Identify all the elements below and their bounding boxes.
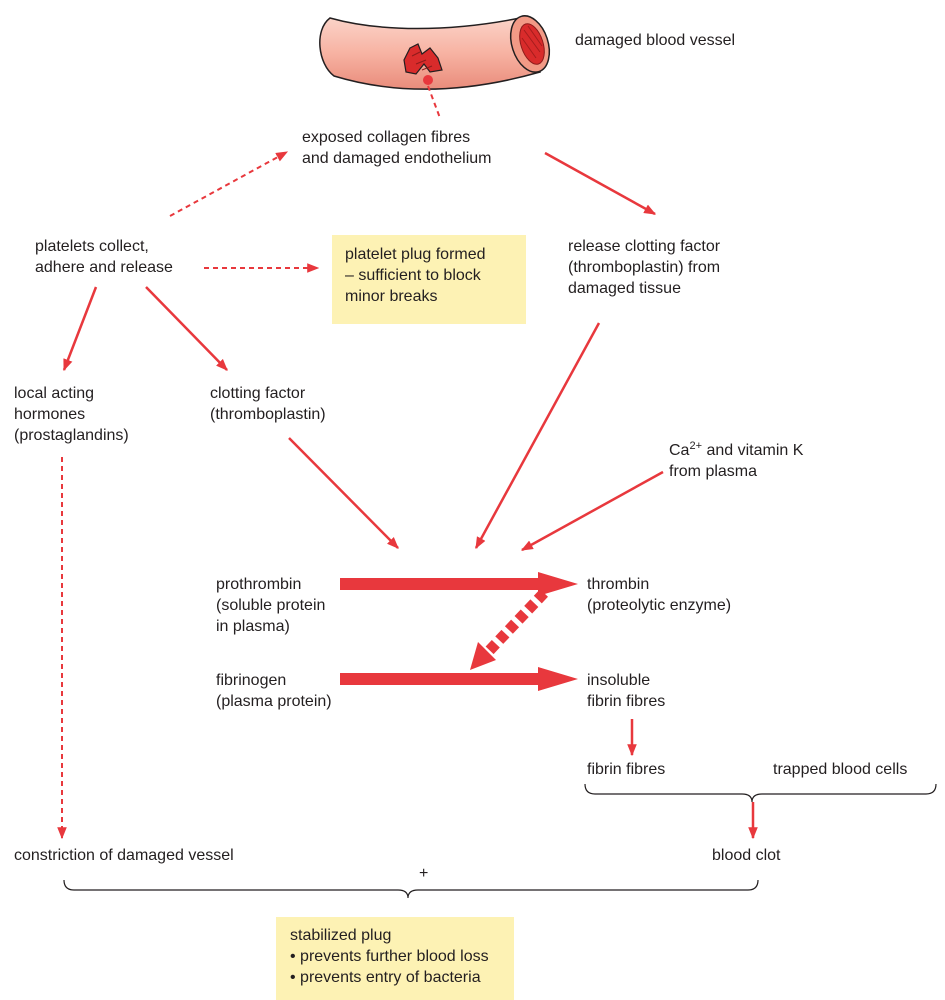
arrow-fibrinogen-to-fibrin <box>340 667 578 691</box>
label-exposed-collagen: exposed collagen fibres and damaged endo… <box>302 129 492 167</box>
label-stabilized-plug: stabilized plug • prevents further blood… <box>290 927 489 986</box>
label-release-clotting-factor: release clotting factor (thromboplastin)… <box>568 238 721 297</box>
label-platelets-collect: platelets collect, adhere and release <box>35 238 173 276</box>
label-trapped-blood-cells: trapped blood cells <box>773 761 908 778</box>
label-local-hormones: local acting hormones (prostaglandins) <box>14 385 129 444</box>
label-constriction: constriction of damaged vessel <box>14 847 234 864</box>
label-clotting-factor: clotting factor (thromboplastin) <box>210 385 326 423</box>
arrow-thrombin-catalyses <box>470 589 548 670</box>
label-insoluble-fibrin: insoluble fibrin fibres <box>587 672 666 710</box>
label-calcium-vitamin-k: Ca2+ and vitamin K from plasma <box>669 440 804 480</box>
arrow-collagen-to-release <box>544 151 657 216</box>
arrow-platelets-to-clotting <box>145 286 228 371</box>
arrow-damage-to-collagen <box>427 85 441 119</box>
label-damaged-blood-vessel: damaged blood vessel <box>575 32 736 49</box>
damage-point-dot <box>423 75 433 85</box>
arrow-calcium-to-reaction <box>520 470 664 552</box>
label-prothrombin: prothrombin (soluble protein in plasma) <box>216 576 326 635</box>
label-thrombin: thrombin (proteolytic enzyme) <box>587 576 732 614</box>
platelet-plug-highlight <box>332 235 526 324</box>
blood-vessel-illustration <box>319 15 551 90</box>
label-blood-clot: blood clot <box>712 847 781 864</box>
brace-bottom <box>63 879 759 899</box>
label-fibrin-fibres: fibrin fibres <box>587 761 666 778</box>
label-plus: + <box>419 865 429 882</box>
stabilized-plug-highlight <box>276 917 514 1000</box>
arrow-prothrombin-to-thrombin <box>340 572 578 596</box>
arrow-release-to-reaction <box>474 322 601 550</box>
label-platelet-plug: platelet plug formed – sufficient to blo… <box>345 246 486 305</box>
arrow-platelets-to-collagen <box>169 151 289 217</box>
arrow-platelets-to-hormones <box>62 286 98 372</box>
label-fibrinogen: fibrinogen (plasma protein) <box>216 672 332 710</box>
arrow-clotting-to-reaction <box>288 437 399 549</box>
brace-fibrin-cells <box>584 783 937 803</box>
